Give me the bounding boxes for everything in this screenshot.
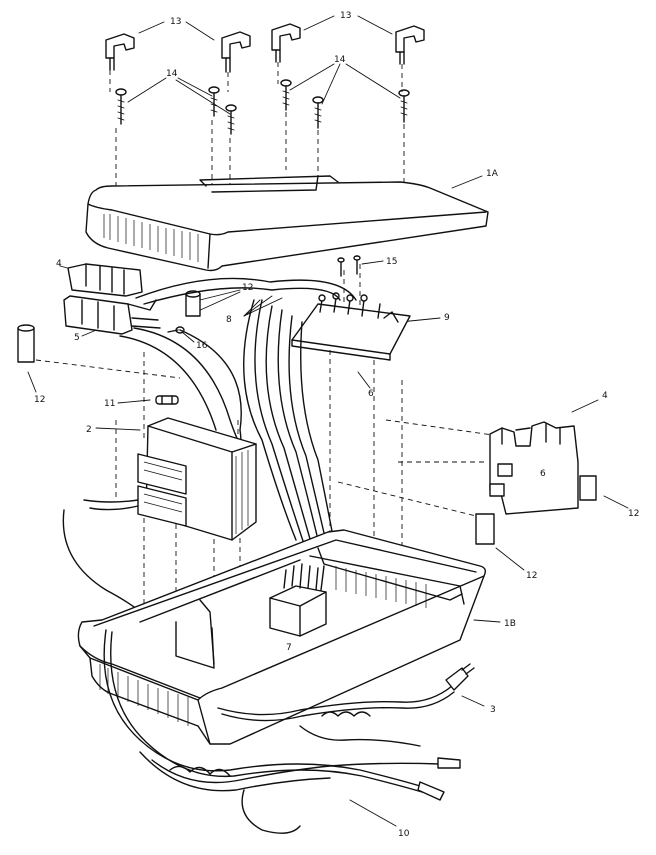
callout-13-left: 13 — [170, 17, 181, 27]
terminal-block-4-right — [489, 421, 579, 515]
circuit-board-6 — [291, 292, 411, 361]
callout-16: 16 — [196, 341, 208, 351]
leader-lines — [27, 15, 629, 827]
callout-12-left: 12 — [34, 395, 45, 405]
cover-1A — [85, 175, 489, 272]
callout-1A: 1A — [486, 169, 499, 179]
transformer-2 — [62, 417, 257, 621]
clamp-13-a — [105, 33, 135, 71]
callout-6: 6 — [368, 389, 374, 399]
spacer-12-a — [185, 290, 201, 317]
screw-14-a — [115, 88, 127, 125]
callout-10: 10 — [398, 829, 410, 839]
callout-12-right: 12 — [628, 509, 639, 519]
callout-7: 7 — [286, 643, 292, 653]
screw-14-c — [225, 104, 237, 135]
clamp-13-b — [221, 31, 251, 73]
spacer-12-d — [475, 513, 495, 545]
callout-14-left: 14 — [166, 69, 178, 79]
spacer-12-c — [579, 475, 597, 501]
callout-14-right: 14 — [334, 55, 346, 65]
callout-15: 15 — [386, 257, 397, 267]
clamp-cable-10 — [103, 629, 461, 834]
clamp-13-c — [271, 23, 301, 63]
screw-14-f — [398, 89, 410, 123]
callout-labels: 13 13 14 14 1A 4 15 12 8 9 5 16 6 12 11 … — [34, 11, 639, 839]
screw-14-b — [208, 86, 220, 117]
fuse-11 — [155, 395, 179, 405]
clamp-13-d — [395, 25, 425, 65]
callout-3: 3 — [490, 705, 496, 715]
spacer-12-b — [17, 324, 35, 363]
power-cord-3 — [217, 663, 475, 722]
projection-lines — [35, 62, 501, 640]
connector-7 — [269, 563, 327, 637]
callout-8: 8 — [226, 315, 232, 325]
wire-harness-8 — [119, 277, 357, 553]
callout-12-lower: 12 — [526, 571, 537, 581]
callout-1B: 1B — [504, 619, 516, 629]
callout-13-right: 13 — [340, 11, 351, 21]
callout-11: 11 — [104, 399, 115, 409]
callout-4-right: 4 — [602, 391, 608, 401]
callout-9: 9 — [444, 313, 450, 323]
callout-2: 2 — [86, 425, 92, 435]
terminal-block-4-left — [63, 263, 161, 335]
screw-14-e — [312, 96, 324, 129]
base-1B — [77, 529, 487, 745]
screw-14-d — [280, 79, 292, 111]
callout-5: 5 — [74, 333, 80, 343]
screw-15 — [337, 255, 361, 277]
callout-12-upper: 12 — [242, 283, 253, 293]
callout-6-right: 6 — [540, 469, 546, 479]
callout-4-left: 4 — [56, 259, 62, 269]
